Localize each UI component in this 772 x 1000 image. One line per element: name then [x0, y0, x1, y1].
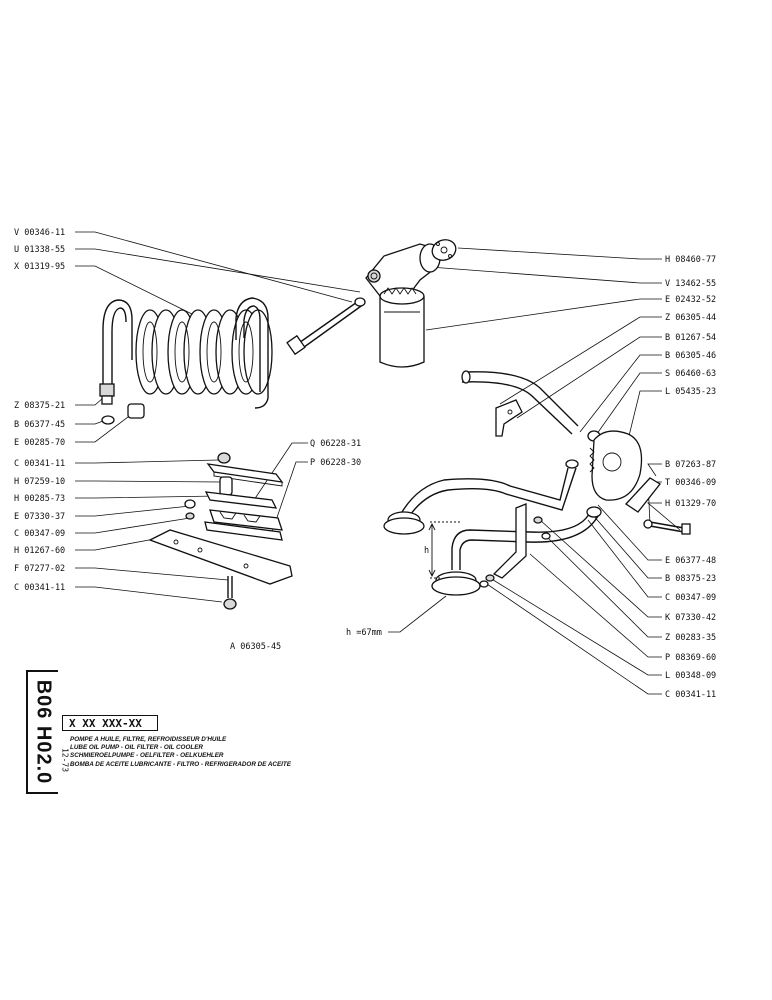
- label-right-11: E 06377-48: [665, 556, 716, 566]
- label-right-16: P 08369-60: [665, 653, 716, 663]
- label-left-7: H 07259-10: [14, 477, 65, 487]
- label-left-8: H 00285-73: [14, 494, 65, 504]
- dimension-h: h: [424, 546, 429, 556]
- label-right-7: L 05435-23: [665, 387, 716, 397]
- title-en: LUBE OIL PUMP - OIL FILTER - OIL COOLER: [70, 744, 203, 752]
- label-left-13: C 00341-11: [14, 583, 65, 593]
- label-left-3: Z 08375-21: [14, 401, 65, 411]
- label-left-9: E 07330-37: [14, 512, 65, 522]
- label-left-12: F 07277-02: [14, 564, 65, 574]
- sheet-code-box: B06 H02.0: [26, 670, 58, 794]
- label-right-13: C 00347-09: [665, 593, 716, 603]
- right-labels: H 08460-77 V 13462-55 E 02432-52 Z 06305…: [665, 255, 716, 700]
- label-right-1: V 13462-55: [665, 279, 716, 289]
- label-right-8: B 07263-87: [665, 460, 716, 470]
- label-right-17: L 00348-09: [665, 671, 716, 681]
- label-right-15: Z 00283-35: [665, 633, 716, 643]
- title-es: BOMBA DE ACEITE LUBRICANTE - FILTRO - RE…: [70, 760, 291, 768]
- label-mid-0: Q 06228-31: [310, 439, 361, 449]
- label-right-3: Z 06305-44: [665, 313, 716, 323]
- sheet-code: B06 H02.0: [32, 679, 55, 785]
- part-reference-box: X XX XXX-XX: [62, 715, 158, 731]
- label-right-12: B 08375-23: [665, 574, 716, 584]
- label-right-2: E 02432-52: [665, 295, 716, 305]
- sheet-date: 12-73: [60, 747, 70, 773]
- mid-labels: Q 06228-31 P 06228-30: [253, 439, 361, 533]
- label-left-0: V 00346-11: [14, 228, 65, 238]
- label-left-4: B 06377-45: [14, 420, 65, 430]
- mounting-plate-assembly: [148, 452, 293, 610]
- label-left-10: C 00347-09: [14, 529, 65, 539]
- oil-cooler-coil: [99, 297, 273, 425]
- oil-pump-assembly: h: [383, 370, 691, 633]
- label-right-5: B 06305-46: [665, 351, 716, 361]
- title-de: SCHMIEROELPUMPE - OELFILTER - OELKUEHLER: [70, 752, 224, 760]
- label-left-5: E 00285-70: [14, 438, 65, 448]
- label-right-6: S 06460-63: [665, 369, 716, 379]
- label-right-18: C 00341-11: [665, 690, 716, 700]
- title-fr: POMPE A HUILE, FILTRE, REFROIDISSEUR D'H…: [70, 736, 227, 743]
- label-right-0: H 08460-77: [665, 255, 716, 265]
- left-leaders: [75, 231, 361, 603]
- label-right-4: B 01267-54: [665, 333, 716, 343]
- fitting-z08375-21: [99, 383, 115, 397]
- label-left-2: X 01319-95: [14, 262, 65, 272]
- label-right-9: T 00346-09: [665, 478, 716, 488]
- title-block: POMPE A HUILE, FILTRE, REFROIDISSEUR D'H…: [70, 736, 370, 769]
- dimension-note: h =67mm: [346, 628, 382, 638]
- label-left-1: U 01338-55: [14, 245, 65, 255]
- oil-filter: [286, 239, 457, 368]
- label-mid-1: P 06228-30: [310, 458, 361, 468]
- label-left-11: H 01267-60: [14, 546, 65, 556]
- right-leaders: [425, 247, 681, 695]
- drawing-ref: A 06305-45: [230, 642, 281, 652]
- label-left-6: C 00341-11: [14, 459, 65, 469]
- label-right-14: K 07330-42: [665, 613, 716, 623]
- label-right-10: H 01329-70: [665, 499, 716, 509]
- left-labels: V 00346-11 U 01338-55 X 01319-95 Z 08375…: [14, 228, 65, 593]
